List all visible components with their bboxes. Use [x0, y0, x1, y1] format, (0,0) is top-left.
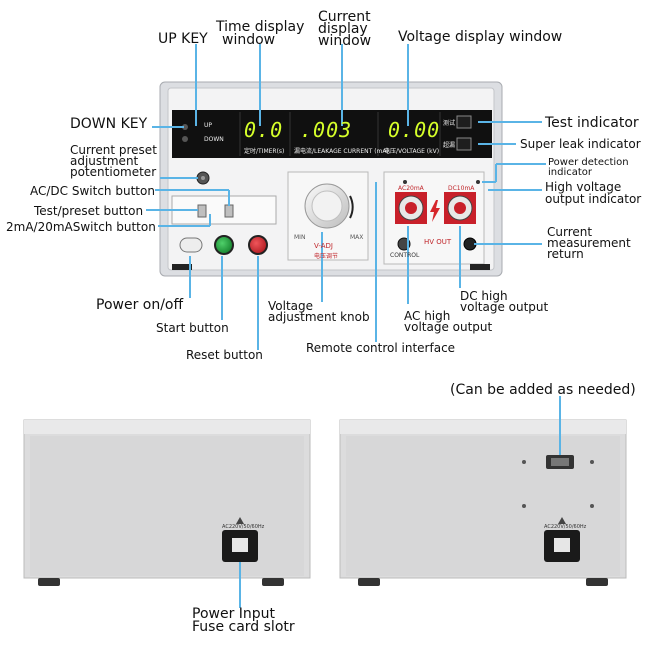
label-knob-1: Voltage [268, 299, 314, 313]
label-current-window-1: Current [318, 9, 371, 25]
label-voltage-window: Voltage display window [398, 29, 563, 45]
start-button[interactable] [214, 235, 234, 255]
reset-button[interactable] [248, 235, 268, 255]
knob-sub: 电压调节 [314, 253, 339, 260]
label-preset-pot-2: adjustment [70, 154, 139, 168]
label-power-onoff: Power on/off [96, 297, 184, 313]
label-test-indicator: Test indicator [545, 115, 639, 131]
current-caption: 漏电流/LEAKAGE CURRENT (mA) [294, 148, 389, 155]
test-tag: 测试 [443, 120, 456, 127]
label-current-window-3: window [318, 33, 372, 49]
rear-socket-text-left: AC220V/50/60Hz [222, 524, 265, 530]
label-time-window-1: Time display [216, 19, 305, 35]
power-switch[interactable] [179, 237, 203, 253]
rear-unit-right [339, 419, 627, 586]
test-preset-switch[interactable] [197, 204, 207, 218]
test-lamp [456, 115, 472, 129]
dc-port-text: DC10mA [448, 185, 475, 192]
up-text: UP [204, 122, 213, 129]
control-text: CONTROL [390, 252, 420, 259]
label-acdc-switch: AC/DC Switch button [30, 184, 155, 198]
label-time-window-2: window [222, 32, 276, 48]
label-dc-output-2: voltage output [460, 300, 549, 314]
acdc-switch[interactable] [224, 204, 234, 218]
label-start-button: Start button [156, 321, 229, 335]
knob-min: MIN [294, 234, 306, 241]
label-power-detection-2: indicator [548, 167, 593, 178]
leader-lines [146, 44, 561, 608]
rear-unit-left [23, 419, 311, 586]
time-display: 0.0 [244, 118, 284, 142]
label-hv-output-1: High voltage [545, 180, 622, 194]
label-test-preset: Test/preset button [34, 204, 144, 218]
label-return-1: Current [547, 225, 593, 239]
label-return-3: return [547, 247, 584, 261]
time-caption: 定时/TIMER(s) [244, 148, 285, 155]
knob-label: V-ADJ [314, 242, 333, 250]
label-preset-pot-3: potentiometer [70, 165, 157, 179]
power-detect-lamp [403, 180, 407, 184]
knob-max: MAX [350, 234, 364, 241]
current-display: .003 [300, 118, 353, 142]
label-optional: (Can be added as needed) [450, 382, 636, 398]
label-ma-switch: 2mA/20mASwitch button [6, 220, 156, 234]
label-knob-2: adjustment knob [268, 310, 370, 324]
display-strip [172, 110, 492, 158]
label-preset-pot-1: Current preset [70, 143, 157, 157]
leak-lamp [456, 137, 472, 151]
label-hv-output-2: output indicator [545, 192, 642, 206]
label-remote: Remote control interface [306, 341, 456, 355]
label-reset-button: Reset button [186, 348, 263, 362]
label-super-leak: Super leak indicator [520, 137, 641, 151]
label-ac-output-2: voltage output [404, 320, 493, 334]
up-key[interactable] [182, 124, 188, 130]
label-power-input: Power Input [192, 606, 276, 622]
rear-socket-text-right: AC220V/50/60Hz [544, 524, 587, 530]
label-ac-output-1: AC high [404, 309, 451, 323]
label-fuse: Fuse card slotr [192, 619, 295, 635]
label-current-window-2: display [318, 21, 368, 37]
down-text: DOWN [204, 136, 224, 143]
label-up-key: UP KEY [158, 31, 208, 47]
label-down-key: DOWN KEY [70, 116, 148, 132]
voltage-caption: 电压/VOLTAGE (kV) [384, 148, 440, 155]
down-key[interactable] [182, 136, 188, 142]
ac-port-text: AC20mA [398, 185, 424, 192]
label-return-2: measurement [547, 236, 631, 250]
label-dc-output-1: DC high [460, 289, 508, 303]
front-unit [159, 81, 503, 277]
hv-output-lamp [476, 180, 480, 184]
leak-tag: 超漏 [443, 142, 456, 149]
label-power-detection-1: Power detection [548, 157, 629, 168]
hv-out-text: HV OUT [424, 238, 452, 246]
voltage-display: 0.00 [388, 118, 441, 142]
